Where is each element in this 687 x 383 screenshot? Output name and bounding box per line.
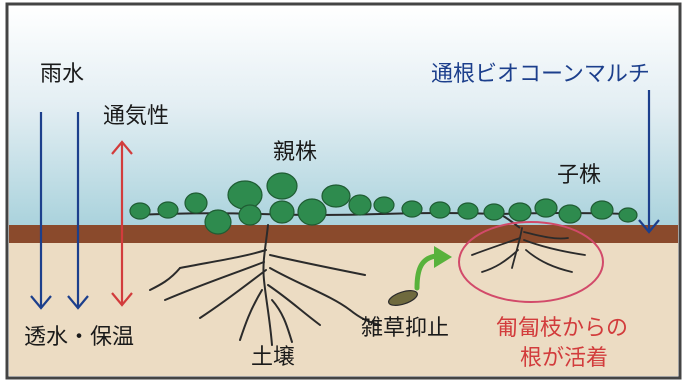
rain-arrows bbox=[30, 112, 89, 310]
parent-plant-label: 親株 bbox=[273, 140, 318, 165]
rooting-circle bbox=[458, 221, 604, 303]
mulch-label: 通根ビオコーンマルチ bbox=[431, 62, 650, 87]
parent-roots bbox=[149, 224, 381, 346]
soil-label: 土壌 bbox=[251, 345, 296, 370]
soil-area bbox=[9, 243, 678, 376]
mulch-layer bbox=[9, 225, 678, 243]
weed-seedling bbox=[388, 290, 418, 306]
weed-control-label: 雑草抑止 bbox=[361, 316, 450, 341]
rain-label: 雨水 bbox=[40, 62, 85, 87]
rooting-label-line1: 匍匐枝からの bbox=[496, 316, 629, 341]
weed-arrow bbox=[414, 246, 452, 291]
leaves bbox=[129, 172, 638, 235]
aeration-arrow bbox=[111, 140, 133, 307]
outer-frame bbox=[5, 2, 682, 380]
permeation-label: 透水・保温 bbox=[24, 325, 135, 350]
child-roots bbox=[471, 227, 586, 273]
aeration-label: 通気性 bbox=[103, 104, 170, 129]
rooting-label-line2: 根が活着 bbox=[520, 346, 609, 371]
mulch-arrow bbox=[638, 90, 660, 234]
child-plant-label: 子株 bbox=[557, 163, 602, 188]
